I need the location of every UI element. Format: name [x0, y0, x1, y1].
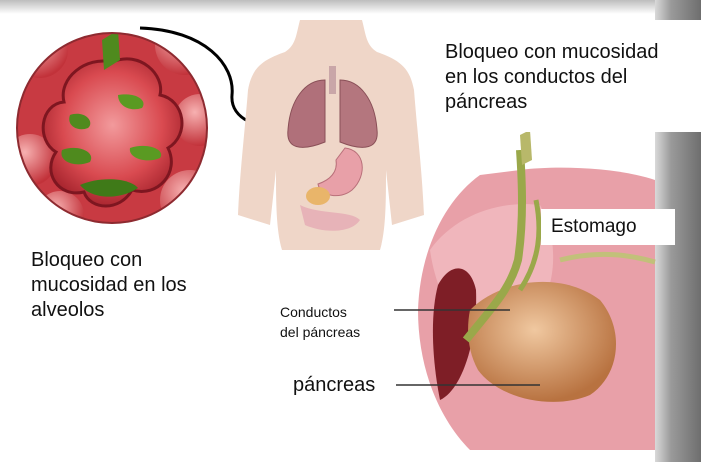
- caption-line: mucosidad en los: [31, 273, 187, 298]
- pancreas-label: páncreas: [293, 373, 375, 398]
- caption-line: páncreas: [445, 90, 658, 115]
- ducts-label-line: Conductos: [280, 302, 360, 322]
- caption-line: Bloqueo con mucosidad: [445, 40, 658, 65]
- ducts-label-line: del páncreas: [280, 322, 360, 342]
- caption-line: Bloqueo con: [31, 248, 187, 273]
- alveoli-circle: [4, 15, 226, 239]
- pancreas-blockage-caption: Bloqueo con mucosidad en los conductos d…: [445, 40, 658, 115]
- caption-line: en los conductos del: [445, 65, 658, 90]
- torso-figure: [238, 20, 424, 250]
- caption-line: alveolos: [31, 298, 187, 323]
- pancreas-illustration: [394, 130, 655, 450]
- ducts-label: Conductos del páncreas: [280, 302, 360, 343]
- stomach-label: Estomago: [541, 209, 675, 245]
- alveoli-blockage-caption: Bloqueo con mucosidad en los alveolos: [31, 248, 187, 323]
